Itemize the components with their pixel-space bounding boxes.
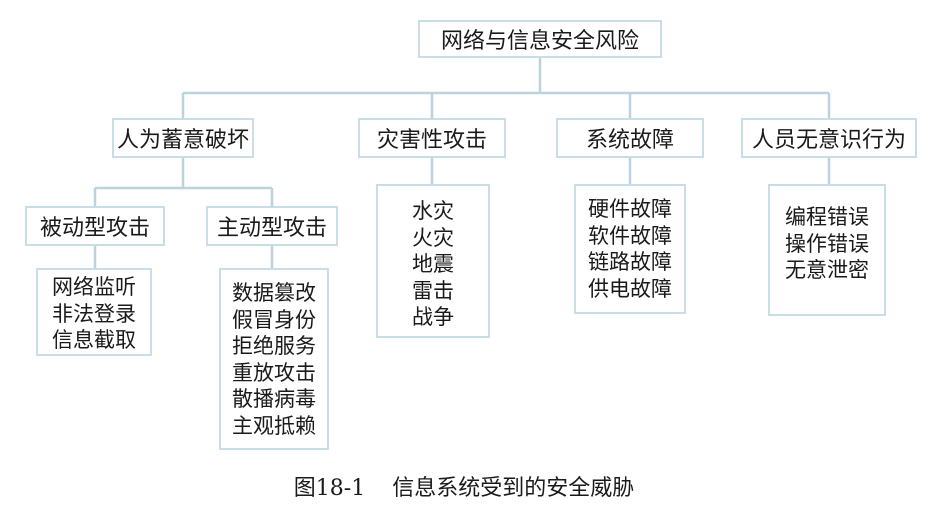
figure-title: 信息系统受到的安全威胁 [392, 476, 635, 501]
list-item: 地震 [412, 252, 454, 276]
list-item: 网络监听 [52, 275, 136, 299]
list-item: 链路故障 [588, 250, 672, 274]
category-deliberate-damage: 人为蓄意破坏 [112, 118, 254, 158]
list-item: 假冒身份 [232, 307, 316, 332]
list-item: 火灾 [412, 225, 454, 250]
list-item: 拒绝服务 [232, 334, 316, 358]
figure-caption: 图18-1 信息系统受到的安全威胁 [0, 470, 928, 502]
leaf-list-passive-attack: 网络监听 非法登录 信息截取 [36, 268, 152, 356]
leaf-list-system-failure: 硬件故障 软件故障 链路故障 供电故障 [574, 184, 686, 314]
leaf-list-unintentional-behavior: 编程错误 操作错误 无意泄密 [768, 184, 886, 316]
list-item: 编程错误 [785, 205, 869, 229]
list-item: 重放攻击 [232, 360, 316, 385]
list-item: 水灾 [412, 199, 454, 223]
root-node: 网络与信息安全风险 [418, 20, 662, 58]
category-label: 系统故障 [585, 128, 674, 153]
category-disaster-attack: 灾害性攻击 [358, 118, 506, 158]
list-item: 雷击 [412, 278, 454, 303]
list-item: 硬件故障 [588, 197, 672, 221]
category-label: 人员无意识行为 [751, 128, 906, 153]
leaf-list-active-attack: 数据篡改 假冒身份 拒绝服务 重放攻击 散播病毒 主观抵赖 [219, 268, 329, 450]
list-item: 战争 [412, 305, 454, 329]
list-item: 主观抵赖 [232, 413, 316, 438]
subcategory-label: 被动型攻击 [39, 216, 150, 241]
list-item: 操作错误 [785, 231, 869, 256]
list-item: 无意泄密 [785, 258, 869, 282]
figure-number: 图18-1 [293, 476, 366, 501]
category-system-failure: 系统故障 [556, 118, 704, 158]
subcategory-active-attack: 主动型攻击 [206, 206, 338, 246]
list-item: 软件故障 [588, 223, 672, 248]
category-label: 灾害性攻击 [376, 128, 487, 153]
list-item: 信息截取 [52, 328, 136, 352]
category-unintentional-behavior: 人员无意识行为 [741, 118, 917, 158]
list-item: 数据篡改 [232, 281, 316, 305]
root-label: 网络与信息安全风险 [440, 29, 639, 54]
category-label: 人为蓄意破坏 [116, 128, 249, 153]
subcategory-passive-attack: 被动型攻击 [25, 206, 165, 246]
list-item: 散播病毒 [232, 387, 316, 411]
list-item: 非法登录 [52, 301, 136, 326]
subcategory-label: 主动型攻击 [216, 216, 327, 241]
leaf-list-disaster-attack: 水灾 火灾 地震 雷击 战争 [376, 184, 490, 338]
list-item: 供电故障 [588, 276, 672, 301]
